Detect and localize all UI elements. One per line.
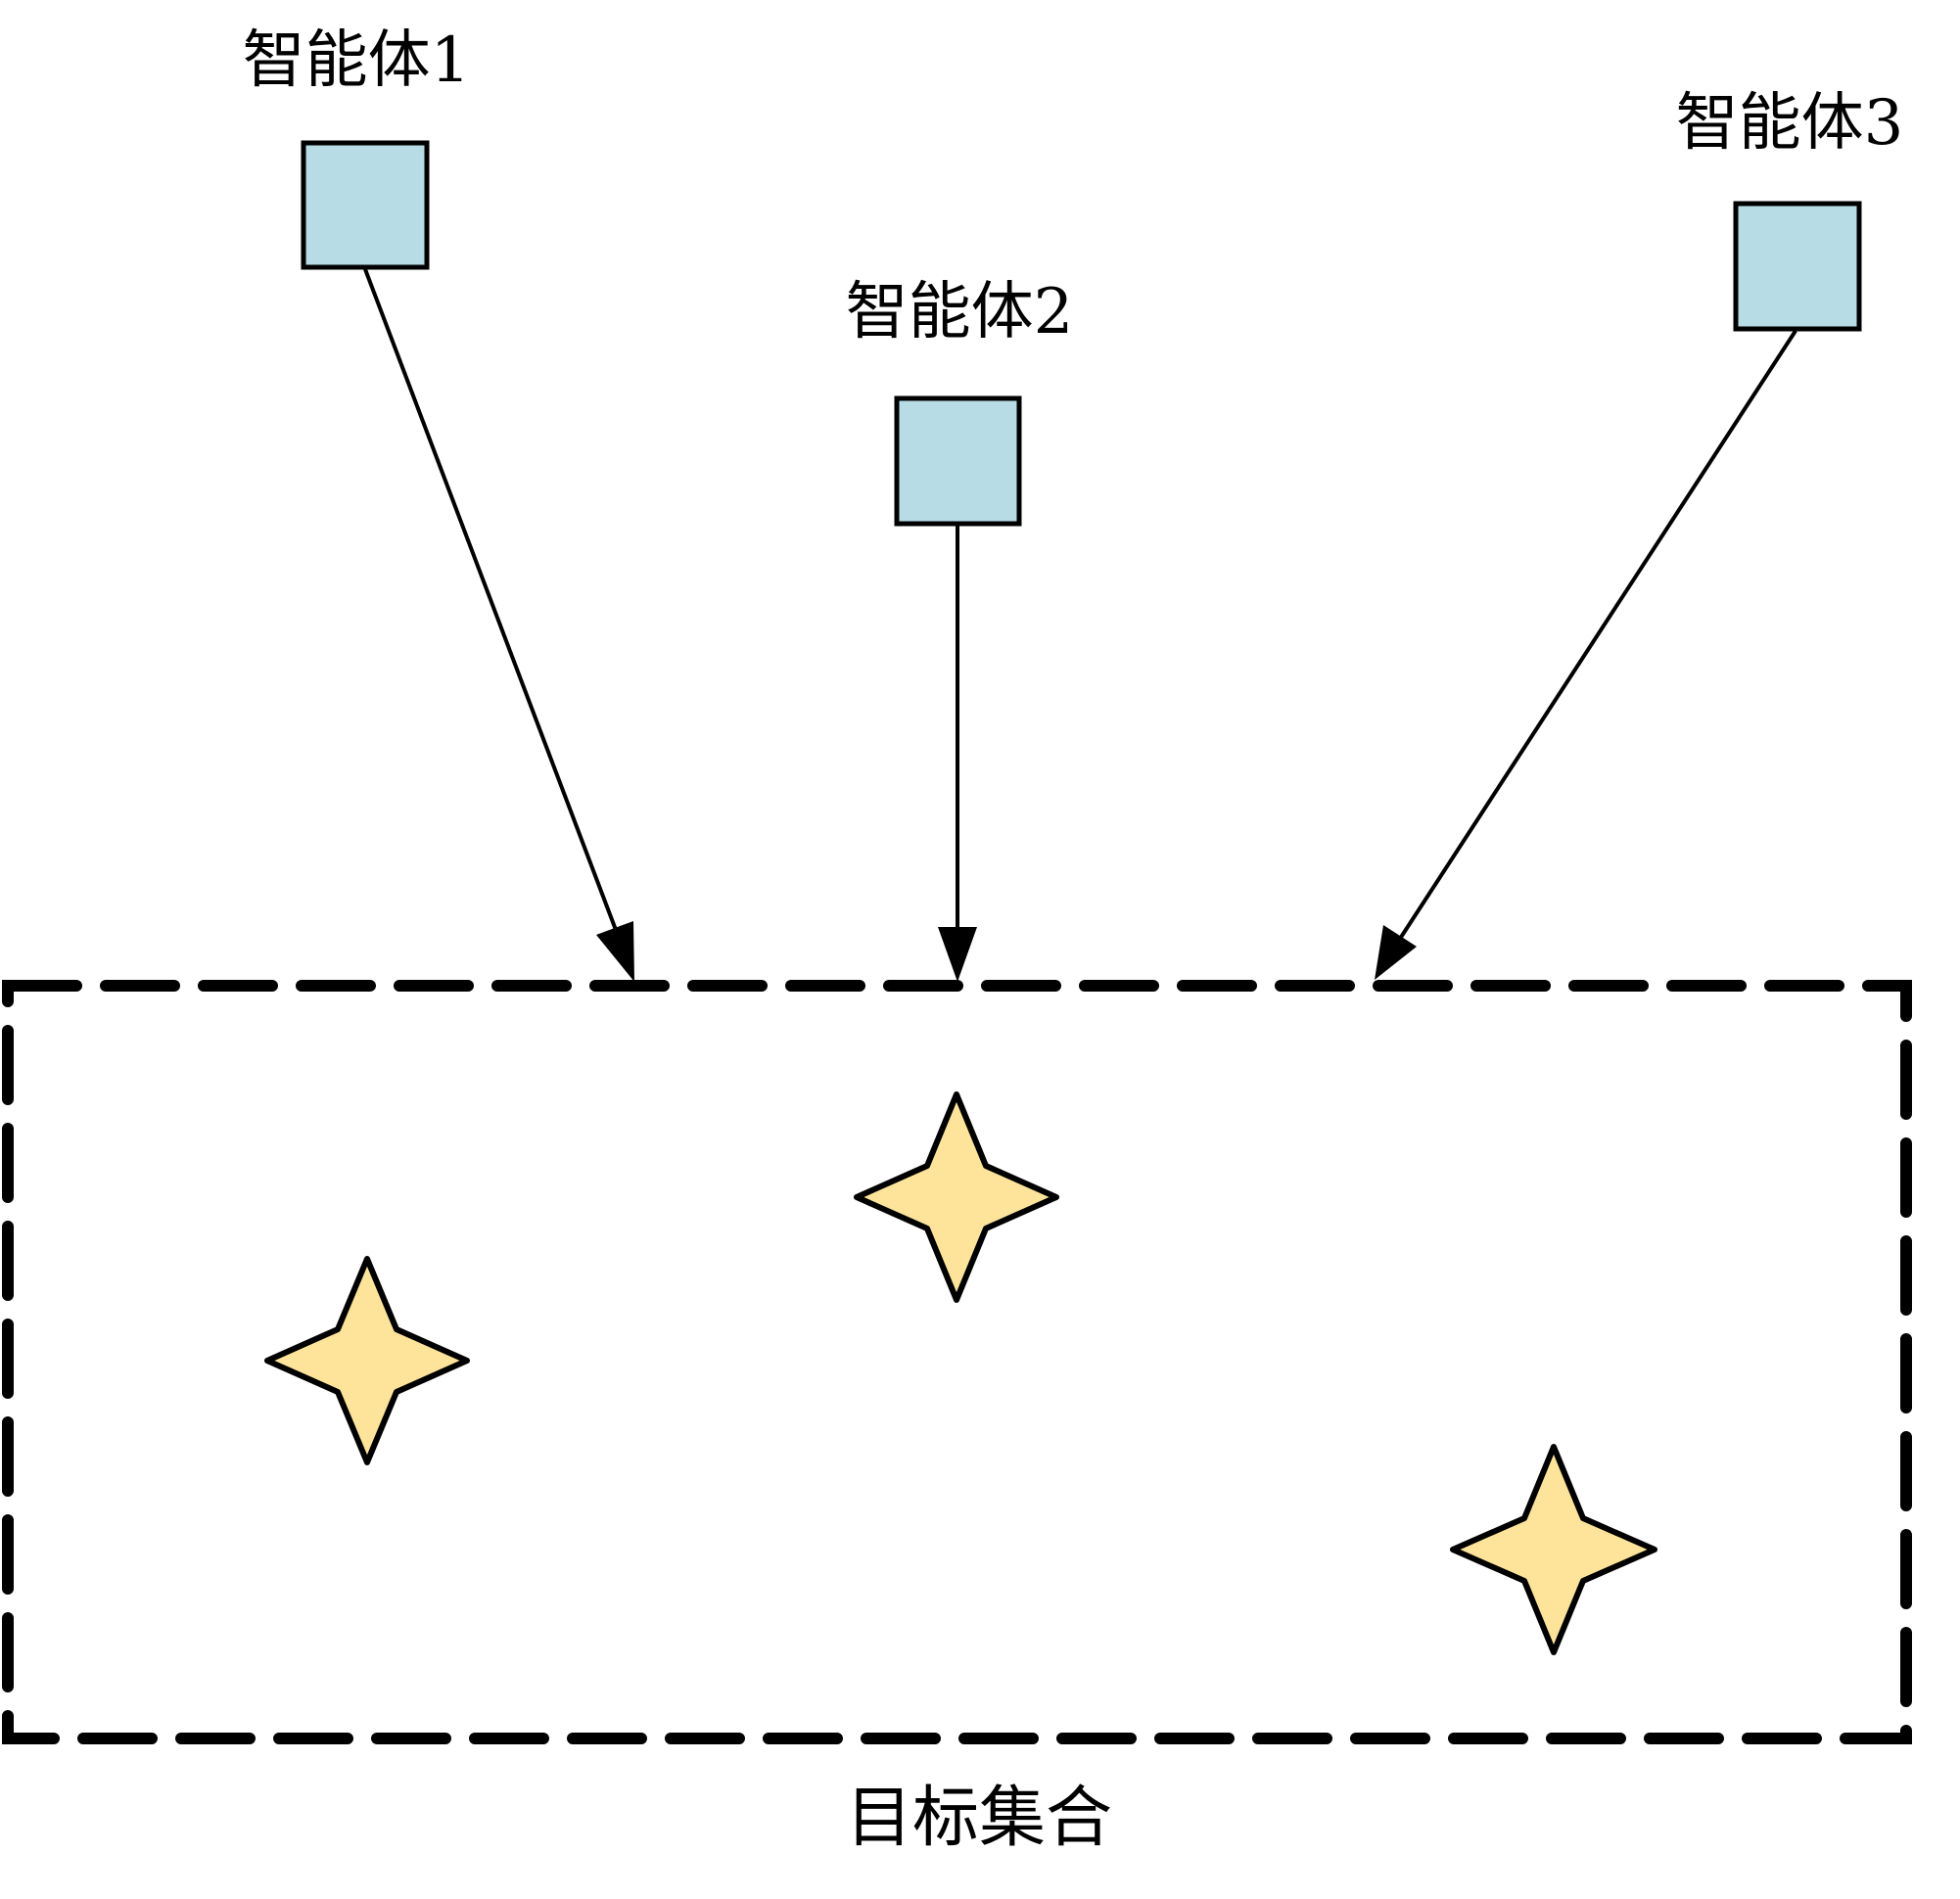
arrow-3-head xyxy=(1375,925,1417,980)
arrow-agent-2-to-target xyxy=(938,526,977,982)
target-set-label: 目标集合 xyxy=(845,1780,1113,1857)
arrow-1-line xyxy=(363,268,618,931)
agent-1-box xyxy=(301,140,430,270)
arrow-1-head xyxy=(596,921,634,982)
target-star-icon xyxy=(1450,1444,1657,1655)
target-star-icon xyxy=(264,1256,470,1465)
agent-3-box xyxy=(1733,201,1862,332)
arrow-3-line xyxy=(1396,329,1797,944)
target-set-boundary xyxy=(2,980,1912,1744)
agent-2-label: 智能体2 xyxy=(845,276,1074,348)
agent-1-label: 智能体1 xyxy=(242,24,471,97)
arrow-agent-1-to-target xyxy=(363,268,634,982)
agent-3-label: 智能体3 xyxy=(1675,87,1904,160)
agent-2-box xyxy=(894,395,1022,527)
arrow-agent-3-to-target xyxy=(1375,329,1797,980)
arrow-2-head xyxy=(938,927,977,982)
target-star-icon xyxy=(854,1091,1059,1303)
